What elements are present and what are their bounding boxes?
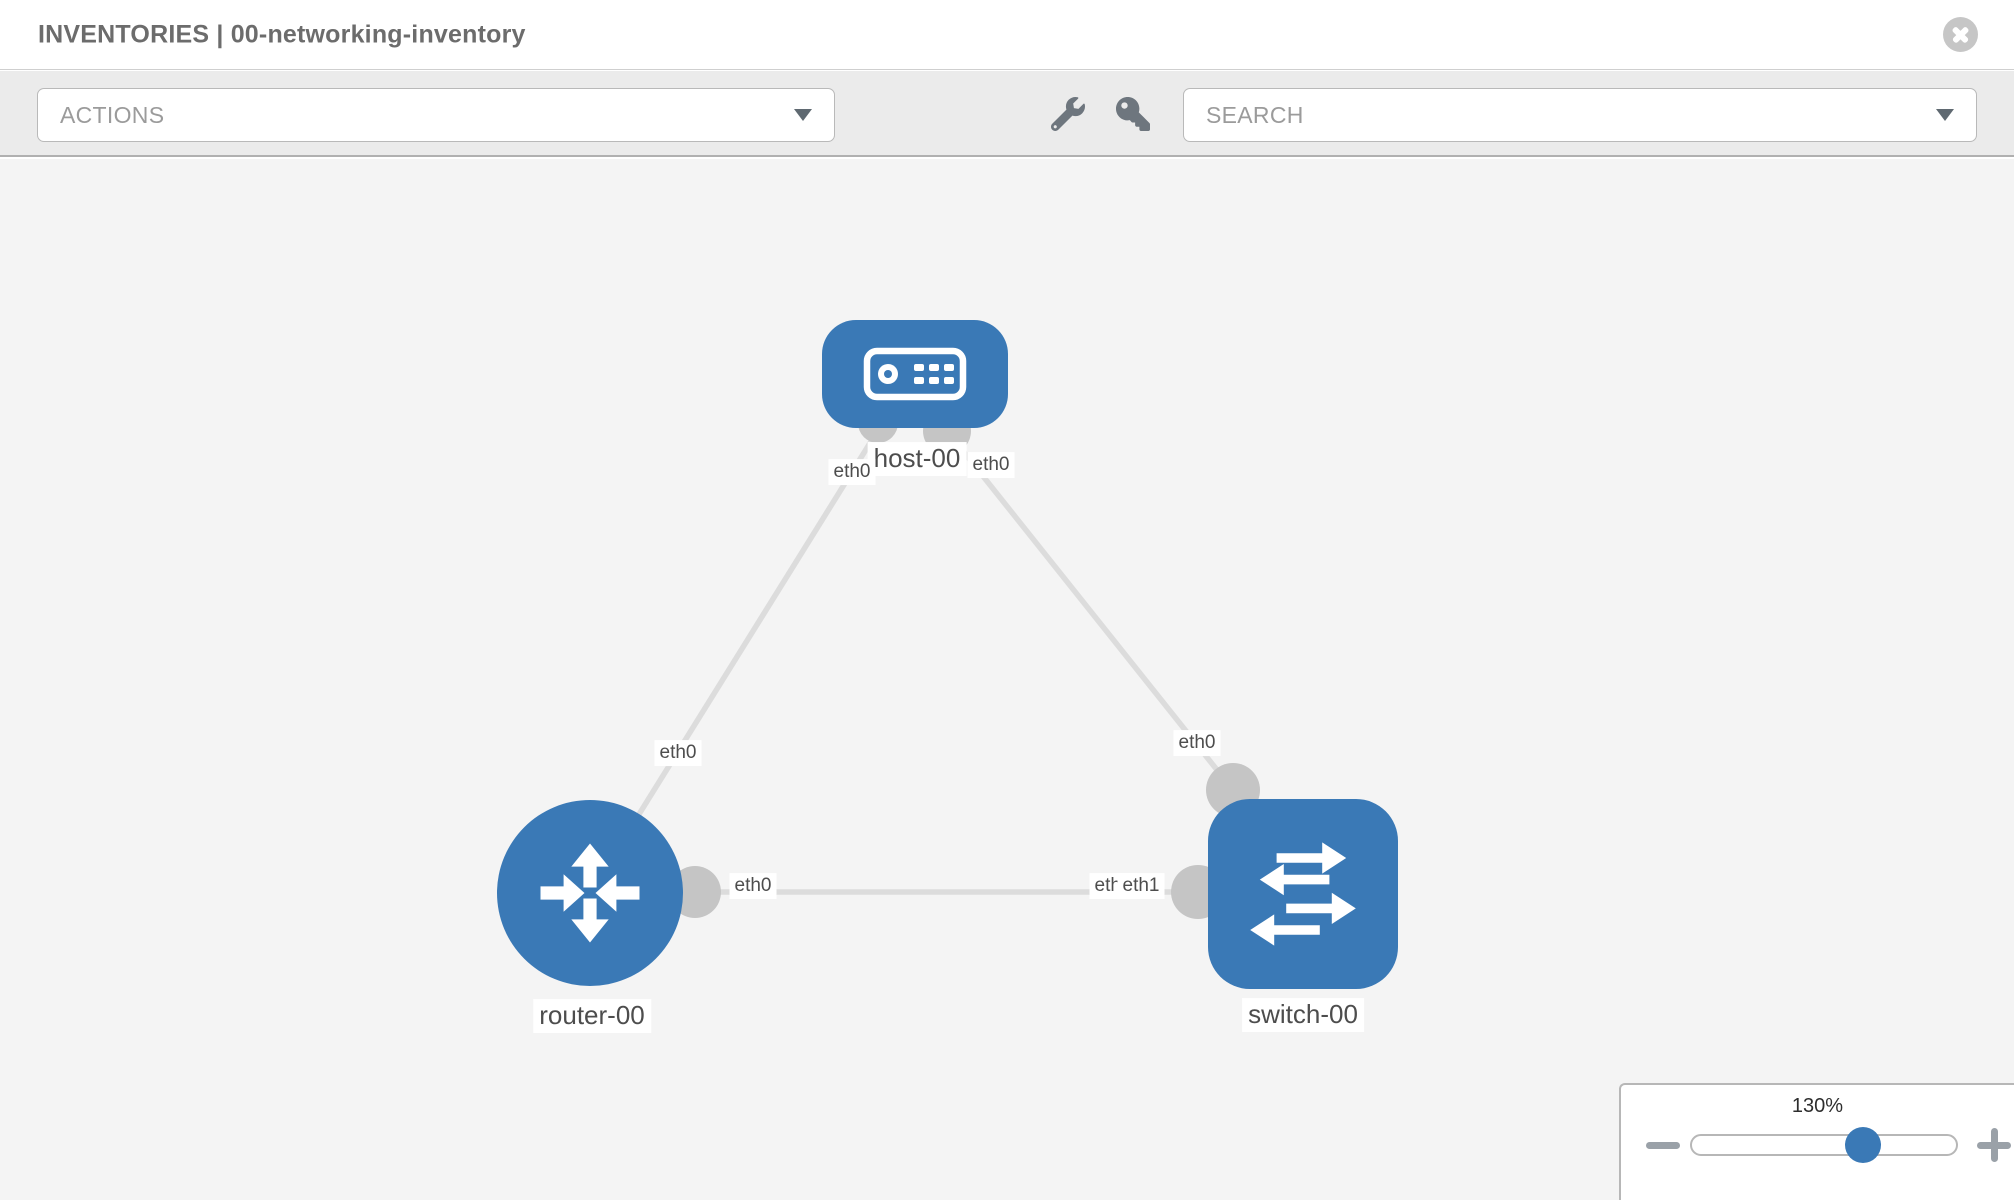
credentials-button[interactable] (1116, 97, 1150, 131)
zoom-in-button[interactable] (1977, 1128, 2011, 1162)
panel-header: INVENTORIES | 00-networking-inventory (0, 0, 2014, 70)
interface-label-host-left: eth0 (828, 459, 876, 485)
search-dropdown-label: SEARCH (1206, 101, 1304, 128)
node-switch-00[interactable] (1208, 799, 1398, 989)
interface-label-host-right: eth0 (967, 452, 1015, 478)
node-host-00[interactable] (822, 320, 1008, 428)
zoom-slider-thumb[interactable] (1845, 1127, 1881, 1163)
wrench-icon (1050, 97, 1085, 132)
close-button[interactable] (1943, 17, 1978, 52)
topology-canvas[interactable]: host-00 router-00 switch-00 eth0 eth0 et… (0, 159, 2014, 1200)
zoom-slider-track[interactable] (1690, 1134, 1958, 1156)
actions-dropdown-label: ACTIONS (60, 101, 165, 128)
node-label-host: host-00 (867, 442, 967, 476)
zoom-level-label: 130% (1791, 1095, 1844, 1117)
node-router-00[interactable] (497, 800, 683, 986)
configure-button[interactable] (1050, 97, 1085, 132)
caret-down-icon (794, 109, 812, 121)
interface-label-router-top: eth0 (654, 740, 702, 766)
router-icon (540, 843, 640, 943)
search-dropdown[interactable]: SEARCH (1183, 88, 1977, 142)
zoom-panel: 130% (1619, 1083, 2014, 1200)
key-icon (1116, 97, 1150, 131)
node-label-switch: switch-00 (1242, 998, 1364, 1032)
host-icon (863, 347, 967, 401)
interface-label-switch-top: eth0 (1173, 730, 1221, 756)
interface-label-switch-left: eth1 (1117, 873, 1165, 899)
zoom-out-button[interactable] (1646, 1128, 1680, 1162)
node-label-router: router-00 (533, 999, 651, 1033)
minus-icon (1646, 1141, 1680, 1149)
page-title: INVENTORIES | 00-networking-inventory (38, 20, 526, 48)
interface-label-router-right: eth0 (729, 873, 777, 899)
actions-dropdown[interactable]: ACTIONS (37, 88, 835, 142)
switch-icon (1250, 842, 1356, 946)
toolbar: ACTIONS SEARCH (0, 71, 2014, 157)
caret-down-icon (1936, 109, 1954, 121)
